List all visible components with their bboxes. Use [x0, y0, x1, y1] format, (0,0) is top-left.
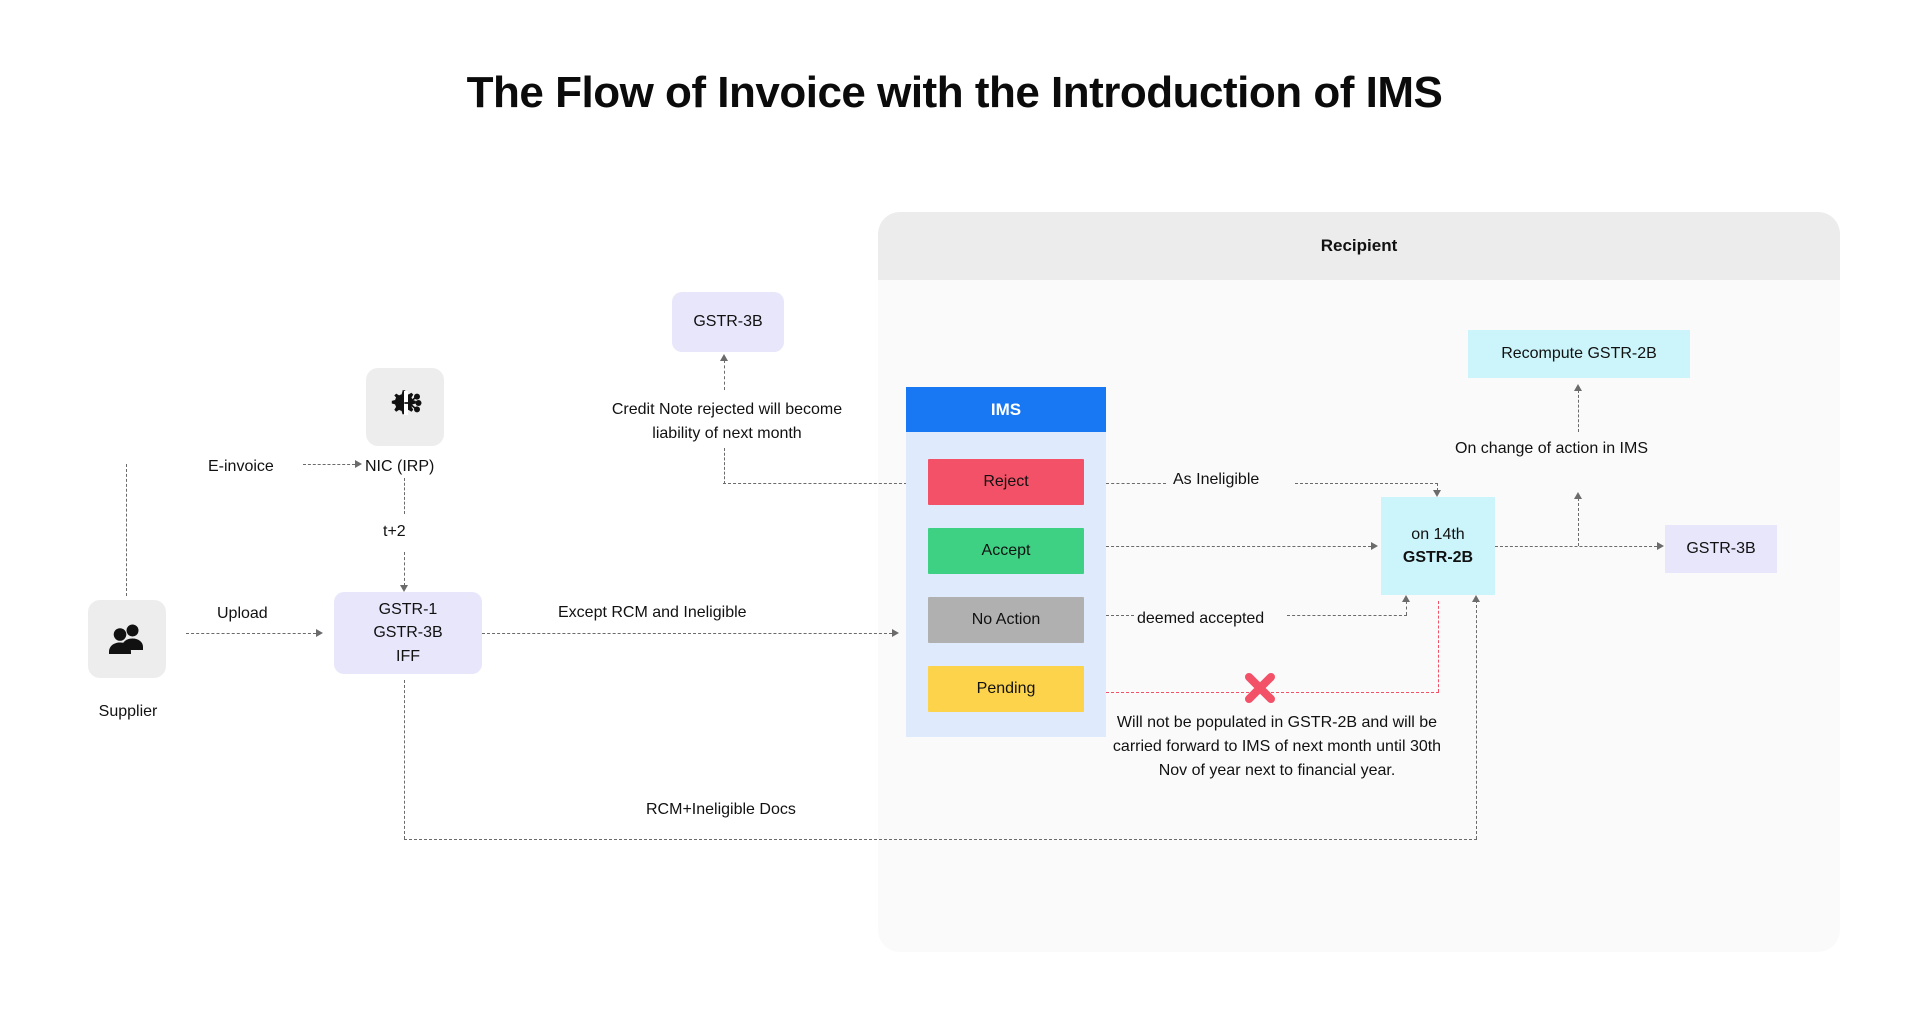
page-title: The Flow of Invoice with the Introductio…: [466, 68, 1443, 117]
edge-reject-as-ineligible-a: [1106, 483, 1166, 484]
edge-einvoice-to-nic: [303, 464, 355, 465]
edge-nic-to-gstr1-lower: [404, 552, 405, 586]
edge-creditnote-up: [724, 448, 725, 484]
ims-action-pending[interactable]: Pending: [928, 666, 1084, 712]
arrow-gstr1-to-ims: [892, 628, 899, 637]
edge-label-credit-note: Credit Note rejected will become liabili…: [611, 401, 843, 442]
edge-reject-to-creditnote: [723, 483, 907, 484]
edge-rcm-up-to-gstr2b: [1476, 600, 1477, 839]
edge-gstr1-down: [404, 680, 405, 839]
arrow-as-ineligible-to-gstr2b: [1432, 490, 1441, 497]
edge-label-rcm-ineligible-docs: RCM+Ineligible Docs: [646, 801, 796, 818]
edge-label-e-invoice: E-invoice: [208, 458, 274, 475]
ims-action-no-action[interactable]: No Action: [928, 597, 1084, 643]
edge-rcm-bottom: [404, 839, 1477, 840]
nic-irp-icon: [366, 368, 444, 446]
edge-label-except-rcm: Except RCM and Ineligible: [558, 604, 747, 621]
arrow-supplier-to-gstr1: [316, 628, 323, 637]
box-gstr1-line-1: GSTR-1: [378, 601, 438, 619]
ims-action-accept[interactable]: Accept: [928, 528, 1084, 574]
edge-supplier-to-gstr1: [186, 633, 316, 634]
recipient-panel-title: Recipient: [878, 212, 1840, 280]
edge-label-as-ineligible: As Ineligible: [1173, 471, 1260, 488]
edge-noaction-deemed-b: [1287, 615, 1407, 616]
box-recompute-gstr2b[interactable]: Recompute GSTR-2B: [1468, 330, 1690, 378]
box-gstr1-line-3: IFF: [396, 647, 420, 665]
arrow-deemed-to-gstr2b: [1401, 595, 1410, 602]
ims-box: IMS Reject Accept No Action Pending: [906, 387, 1106, 737]
edge-as-ineligible-down: [1437, 483, 1438, 491]
arrow-einvoice-to-nic: [355, 459, 362, 468]
arrow-onchange-to-recompute: [1573, 384, 1582, 391]
edge-supplier-to-einvoice: [126, 464, 127, 596]
edge-label-upload: Upload: [217, 605, 268, 622]
note-pending-carry-forward: Will not be populated in GSTR-2B and wil…: [1112, 714, 1442, 779]
arrow-creditnote-to-gstr3b: [719, 354, 728, 361]
box-gstr2b-line-2: GSTR-2B: [1402, 549, 1474, 566]
x-mark-icon: [1242, 670, 1278, 706]
box-gstr3b-top[interactable]: GSTR-3B: [672, 292, 784, 352]
edge-onchange-lower: [1578, 498, 1579, 546]
ims-header-label: IMS: [906, 387, 1106, 432]
edge-reject-as-ineligible-b: [1295, 483, 1438, 484]
edge-onchange-upper: [1578, 390, 1579, 432]
nic-irp-label: NIC (IRP): [365, 458, 435, 475]
edge-label-on-change-of-action: On change of action in IMS: [1455, 440, 1648, 457]
arrow-onchange-lower: [1573, 492, 1582, 499]
box-gstr2b[interactable]: on 14th GSTR-2B: [1381, 497, 1495, 595]
box-gstr1-line-2: GSTR-3B: [373, 624, 443, 642]
edge-gstr1-to-ims: [482, 633, 892, 634]
edge-noaction-deemed-a: [1106, 615, 1134, 616]
ims-action-reject[interactable]: Reject: [928, 459, 1084, 505]
edge-label-t-plus-2: t+2: [383, 523, 406, 540]
box-gstr2b-line-1: on 14th: [1411, 525, 1465, 543]
arrow-gstr2b-to-gstr3b-right: [1657, 541, 1664, 550]
arrow-rcm-to-gstr2b: [1471, 595, 1480, 602]
box-gstr3b-right[interactable]: GSTR-3B: [1665, 525, 1777, 573]
edge-pending-blocked: [1106, 692, 1439, 693]
supplier-icon: [88, 600, 166, 678]
arrow-accept-to-gstr2b: [1371, 541, 1378, 550]
edge-accept-to-gstr2b: [1106, 546, 1371, 547]
supplier-label: Supplier: [98, 703, 158, 720]
box-gstr1-gstr3b-iff[interactable]: GSTR-1 GSTR-3B IFF: [334, 592, 482, 674]
edge-nic-to-gstr1-upper: [404, 478, 405, 514]
edge-gstr2b-to-gstr3b-right: [1495, 546, 1657, 547]
edge-label-deemed-accepted: deemed accepted: [1137, 610, 1265, 627]
arrow-nic-to-gstr1: [399, 585, 408, 592]
edge-pending-blocked-up: [1438, 601, 1439, 692]
edge-creditnote-up2: [724, 360, 725, 390]
edge-deemed-up: [1406, 601, 1407, 615]
